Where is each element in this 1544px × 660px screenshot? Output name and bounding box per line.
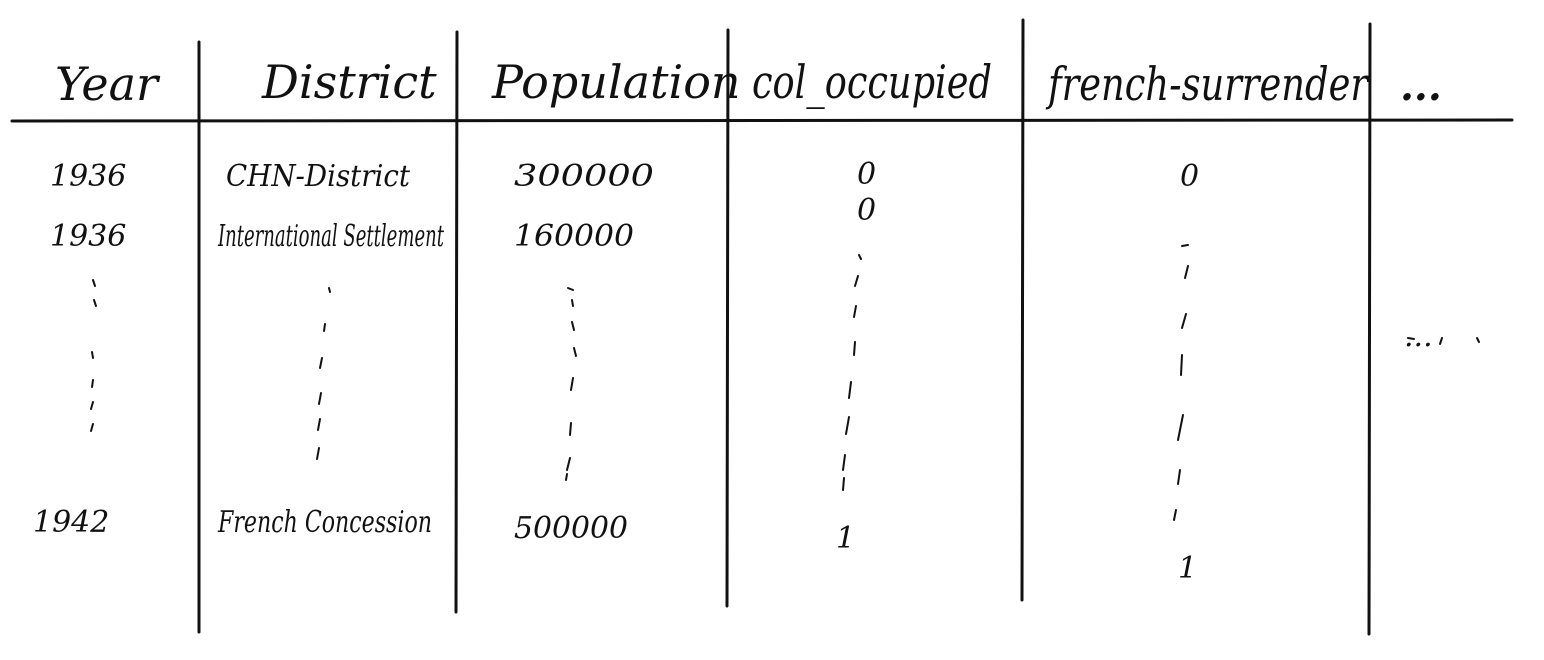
french-surrender-continuation-marks	[1173, 244, 1189, 521]
header-population: Population	[491, 55, 741, 109]
cell-year: 1942	[33, 505, 109, 540]
header-col-occupied: col_occupied	[752, 55, 992, 109]
column-separator	[1020, 18, 1025, 602]
more-columns-marker: ...	[1404, 319, 1433, 354]
cell-year: 1936	[50, 159, 126, 194]
more-columns-continuation-marks	[1407, 337, 1480, 345]
cell-population: 500000	[514, 511, 628, 546]
header-french-surrender: french-surrender	[1046, 57, 1371, 111]
cell-col-occupied: 0	[857, 157, 876, 192]
cell-population: 300000	[514, 159, 654, 194]
population-continuation-marks	[565, 287, 577, 481]
column-separator	[725, 28, 730, 608]
cell-district: International Settlement	[217, 219, 444, 254]
cell-year: 1936	[50, 219, 126, 254]
cell-district: French Concession	[217, 505, 432, 540]
column-separator	[454, 30, 459, 614]
cell-district: CHN-District	[226, 159, 411, 194]
header-year: Year	[55, 57, 161, 111]
header-district: District	[261, 55, 437, 109]
district-continuation-marks	[316, 287, 331, 460]
col-occupied-continuation-marks	[842, 254, 862, 491]
cell-population: 160000	[514, 219, 634, 254]
header-more-columns: ...	[1400, 63, 1442, 110]
cell-french-surrender: 0	[1180, 159, 1199, 194]
cell-french-surrender: 1	[1178, 551, 1197, 586]
cell-col-occupied: 0	[857, 193, 876, 228]
column-separator	[1367, 22, 1372, 636]
header-divider-line	[10, 118, 1514, 123]
year-continuation-marks	[90, 279, 97, 432]
cell-col-occupied: 1	[836, 521, 855, 556]
